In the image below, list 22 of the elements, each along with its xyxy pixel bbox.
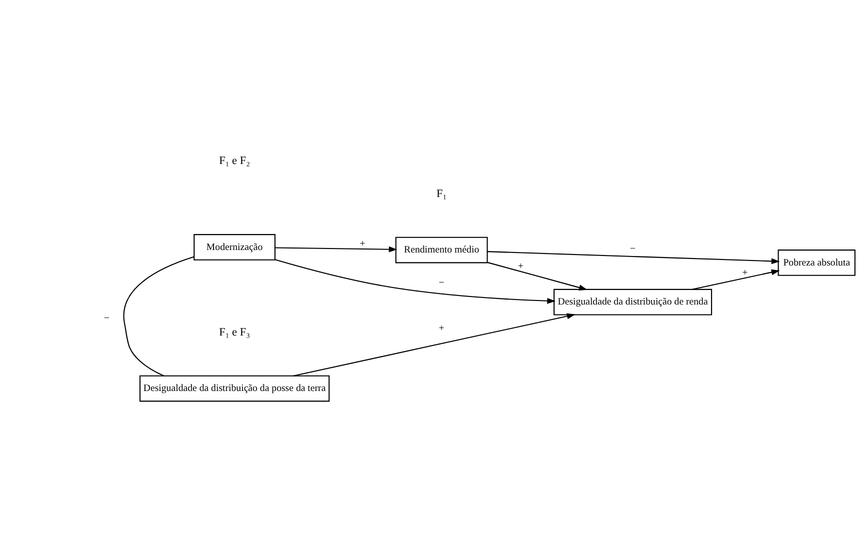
node-box: Desigualdade da distribuição da posse da terra bbox=[139, 374, 330, 402]
arrow bbox=[293, 312, 576, 376]
node-box: Desigualdade da distribuição de renda bbox=[554, 288, 712, 315]
arrow bbox=[487, 250, 780, 264]
connector bbox=[123, 256, 194, 376]
edge-label: + bbox=[438, 322, 444, 334]
label: F₁ e F₂ bbox=[219, 154, 250, 167]
edge-label: − bbox=[438, 276, 444, 288]
edge-label: + bbox=[360, 238, 366, 250]
node-box: Modernização bbox=[194, 234, 276, 260]
arrow bbox=[274, 258, 556, 304]
label: F₁ bbox=[436, 188, 447, 200]
node-box: Pobreza absoluta bbox=[778, 249, 856, 276]
label: F₁ e F₃ bbox=[219, 326, 250, 338]
arrow bbox=[275, 246, 398, 252]
arrow bbox=[692, 268, 780, 290]
arrow bbox=[487, 261, 588, 290]
edge-label: − bbox=[104, 312, 110, 324]
edge-label: + bbox=[518, 260, 524, 272]
edge-label: + bbox=[742, 266, 748, 278]
edge-label: − bbox=[630, 243, 636, 254]
node-box: Rendimento médio bbox=[395, 236, 488, 263]
